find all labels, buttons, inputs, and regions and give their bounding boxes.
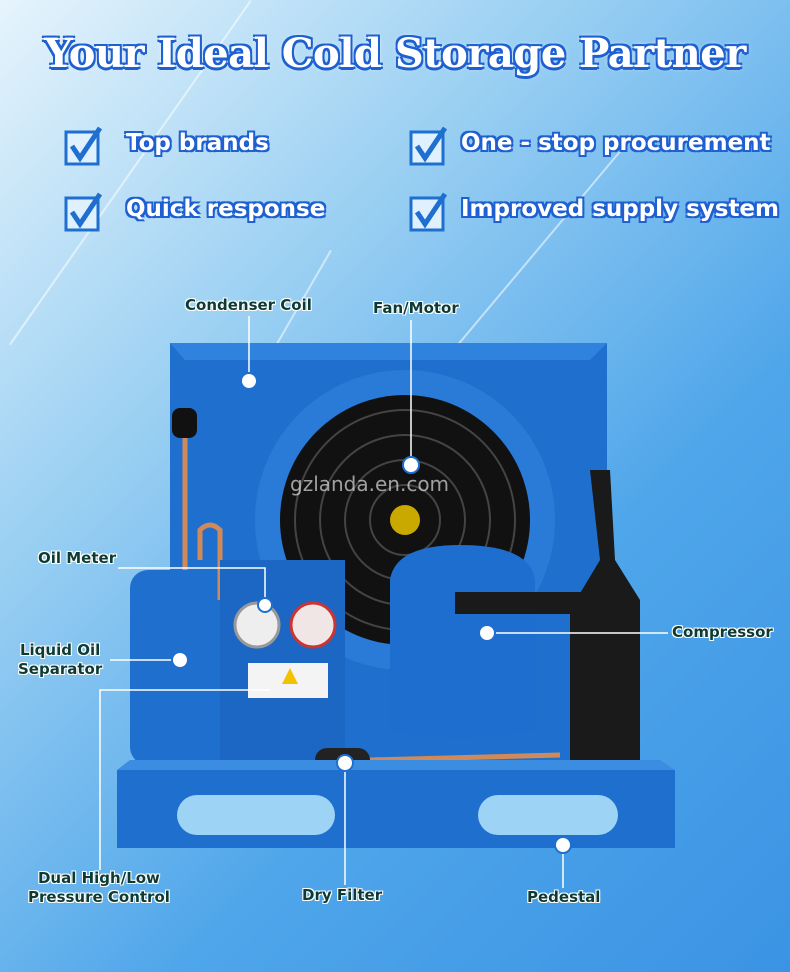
feature-item: Top brands (64, 126, 269, 166)
checkbox-icon (64, 192, 103, 232)
liquid-oil-separator (130, 570, 215, 765)
label-pedestal: Pedestal (527, 888, 601, 906)
compressor-body (390, 545, 535, 738)
copper-pipe (369, 752, 561, 763)
fan-motor-hub (390, 505, 420, 535)
label-dry-filter: Dry Filter (302, 886, 383, 904)
label-fan-motor: Fan/Motor (373, 299, 459, 317)
insulated-pipe (570, 470, 640, 770)
label-liquid-oil-separator: Liquid Oil Separator (18, 641, 102, 679)
label-oil-meter: Oil Meter (38, 549, 117, 567)
page-title: Your Ideal Cold Storage Partner (44, 30, 746, 77)
insulated-pipe (455, 592, 585, 614)
oil-meter-gauge-low (233, 601, 281, 649)
feature-label: Quick response (126, 196, 326, 222)
feature-item: One - stop procurement (409, 126, 771, 166)
oil-meter-gauge-high (289, 601, 337, 649)
label-line: Liquid Oil (19, 641, 101, 659)
feature-label: Top brands (126, 130, 269, 156)
callout-markers (171, 372, 572, 854)
housing-top-edge (170, 343, 607, 360)
watermark: gzlanda.en.com (290, 472, 450, 496)
checkbox-icon (409, 126, 448, 166)
pedestal-slot (177, 795, 335, 835)
checkbox-icon (409, 192, 448, 232)
checkbox-icon (64, 126, 103, 166)
pipe-fitting (172, 408, 197, 438)
feature-item: Improved supply system (409, 192, 780, 232)
feature-item: Quick response (64, 192, 326, 232)
label-line: Separator (18, 660, 103, 678)
label-dual-pressure-control: Dual High/Low Pressure Control (28, 869, 170, 907)
feature-label: One - stop procurement (461, 130, 771, 156)
label-compressor: Compressor (672, 623, 773, 641)
pedestal-slot (478, 795, 618, 835)
copper-pipe (197, 522, 223, 600)
control-box (220, 560, 345, 760)
label-line: Pressure Control (28, 888, 170, 906)
feature-label: Improved supply system (461, 196, 780, 222)
pedestal-top-edge (117, 760, 675, 770)
warning-icon (282, 668, 298, 684)
label-line: Dual High/Low (37, 869, 160, 887)
label-condenser-coil: Condenser Coil (185, 296, 312, 314)
